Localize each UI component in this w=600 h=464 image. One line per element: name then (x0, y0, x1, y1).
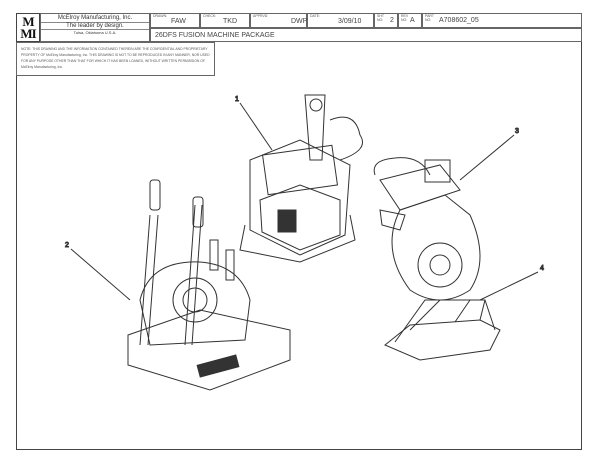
callout-4: 4 (479, 265, 545, 301)
drawing-title: 26DFS FUSION MACHINE PACKAGE (150, 28, 582, 42)
sheet-field: SHT NO:2 (374, 13, 398, 28)
confidentiality-note: NOTE: THIS DRAWING AND THE INFORMATION C… (16, 42, 215, 76)
pipe-stand-item-4 (384, 299, 501, 361)
apprvd-field: APPRVD:DWP (250, 13, 307, 28)
part-field: PART NO:A708602_05 (422, 13, 582, 28)
company-location: Tulsa, Oklahoma U.S.A. (41, 29, 149, 35)
company-box: McElroy Manufacturing, Inc. The leader b… (40, 13, 150, 42)
mmi-logo: MMI (16, 13, 40, 42)
check-field: CHECK:TKD (200, 13, 250, 28)
svg-text:2: 2 (65, 242, 69, 249)
date-field: DATE:3/09/10 (307, 13, 374, 28)
svg-text:1: 1 (235, 96, 239, 103)
callout-3: 3 (459, 128, 520, 181)
company-slogan: The leader by design. (41, 22, 149, 29)
company-name: McElroy Manufacturing, Inc. (57, 15, 133, 21)
facer-item-3 (373, 157, 481, 301)
rev-field: REV NO:A (398, 13, 422, 28)
heater-stand-item-1 (239, 94, 363, 263)
svg-text:3: 3 (515, 128, 519, 135)
callout-2: 2 (65, 242, 131, 301)
svg-text:4: 4 (540, 265, 544, 272)
fusion-machine-item-2 (127, 179, 291, 391)
drawn-field: DRAWN:FAW (150, 13, 200, 28)
callout-1: 1 (235, 96, 273, 151)
